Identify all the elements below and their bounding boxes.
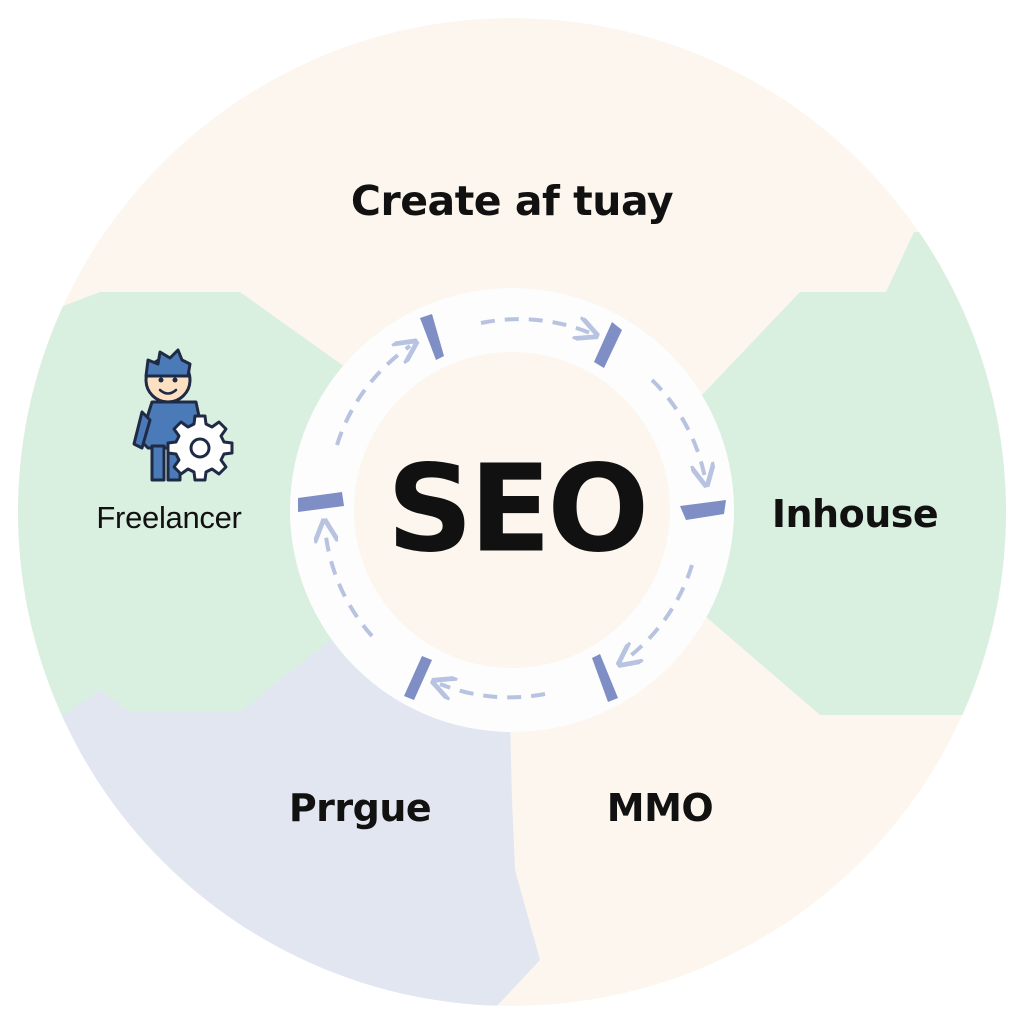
cycle-chevron: [404, 656, 432, 700]
center-label: SEO: [386, 440, 649, 580]
circular-arrows-icon: [298, 314, 726, 702]
segment-right-shape: [640, 232, 1006, 715]
cycle-arrow: [480, 319, 590, 333]
center-disc: [354, 352, 670, 668]
cycle-chevron: [680, 500, 726, 520]
cycle-arrow: [650, 378, 705, 478]
segment-bottom-left-label: Prrgue: [288, 786, 432, 830]
segment-bottom-right-label: MMO: [606, 786, 714, 830]
cycle-arrow: [325, 528, 374, 638]
segment-right-label: Inhouse: [771, 492, 939, 536]
cycle-arrow: [625, 564, 694, 660]
cycle-chevron: [592, 654, 618, 702]
person-with-gear-icon: [132, 348, 234, 482]
cycle-chevron: [298, 492, 344, 512]
cycle-chevron: [420, 314, 444, 360]
cycle-arrow: [440, 684, 546, 697]
segment-top-label: Create af tuay: [350, 177, 674, 225]
cycle-chevron: [594, 322, 622, 368]
segment-left-label: Freelancer: [96, 500, 242, 535]
cycle-arrow: [335, 346, 410, 446]
segment-left-shape: [18, 292, 380, 740]
